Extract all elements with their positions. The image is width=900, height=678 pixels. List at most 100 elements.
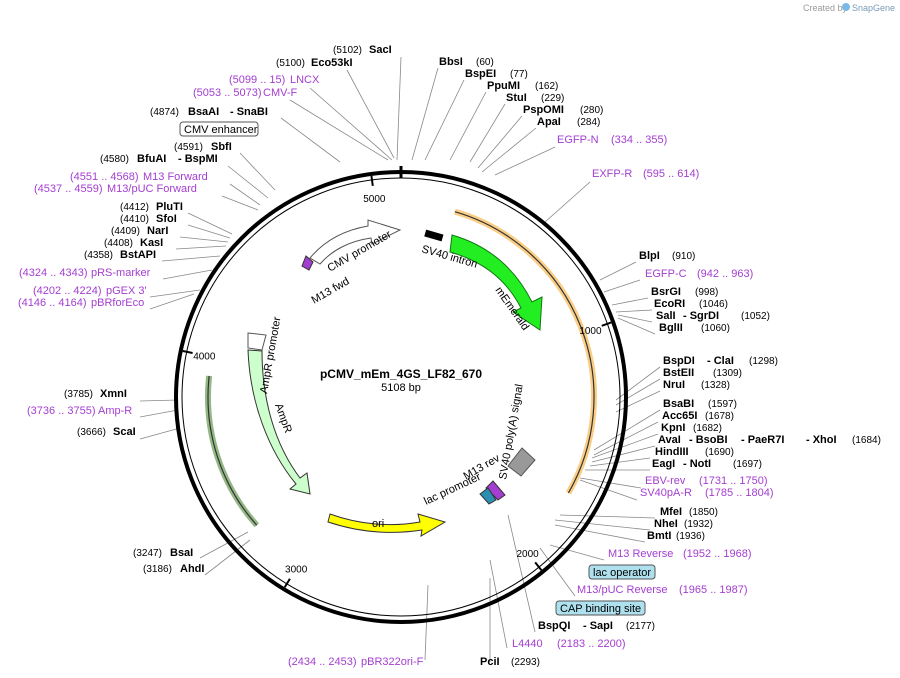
site-label: pBR322ori-F [361, 656, 424, 668]
site-label: (2293) [511, 657, 540, 668]
site-label: BglII [659, 322, 683, 334]
leader-line [346, 69, 395, 159]
leader-line [469, 103, 506, 163]
site-label: - XhoI [806, 434, 837, 446]
site-label: KasI [140, 237, 163, 249]
site-label: - BspMI [178, 153, 218, 165]
leader-line [175, 245, 227, 250]
backbone-circle [174, 170, 628, 624]
site-label: (3186) [143, 564, 172, 575]
tick-label: 2000 [516, 549, 539, 560]
feature-box-label: CMV enhancer [184, 124, 258, 136]
site-label: LNCX [290, 74, 320, 86]
site-label: (1684) [852, 435, 881, 446]
site-label: - BsoBI [689, 434, 728, 446]
site-label: (334 .. 355) [611, 134, 667, 146]
site-label: (1060) [701, 323, 730, 334]
tick-4000 [182, 349, 193, 355]
leader-line [280, 117, 341, 163]
leader-line [617, 317, 656, 335]
site-label: (4324 .. 4343) [19, 267, 88, 279]
tick-3000 [283, 578, 291, 588]
site-label: BfuAI [137, 153, 166, 165]
site-label: CMV-F [263, 87, 298, 99]
site-label: (595 .. 614) [643, 168, 699, 180]
site-label: (3247) [133, 548, 162, 559]
tick-2000 [534, 561, 543, 571]
site-label: PspOMI [523, 104, 564, 116]
site-label: PpuMI [487, 80, 520, 92]
leader-line [615, 309, 653, 313]
site-label: M13 Forward [143, 171, 208, 183]
site-label: EXFP-R [592, 168, 632, 180]
site-label: M13/pUC Forward [107, 183, 197, 195]
site-label: BsaBI [663, 398, 694, 410]
site-label: SfoI [156, 213, 177, 225]
site-label: (1690) [705, 447, 734, 458]
cmv-promoter-feature [309, 219, 402, 265]
site-label: XmnI [100, 388, 127, 400]
leader-line [221, 195, 259, 211]
site-label: BsrGI [651, 286, 681, 298]
leader-lines [139, 56, 661, 662]
feature-box [588, 564, 656, 580]
tick-label: 4000 [193, 352, 216, 363]
leader-line [591, 433, 659, 459]
leader-line [615, 378, 661, 406]
site-label: StuI [506, 92, 527, 104]
leader-line [139, 409, 179, 418]
site-label: PciI [480, 656, 500, 668]
site-label: (4412) [120, 202, 149, 213]
site-label: (1046) [699, 299, 728, 310]
site-label: (1850) [689, 507, 718, 518]
site-label: (162) [535, 81, 558, 92]
leader-line [187, 224, 231, 239]
site-label: (1785 .. 1804) [705, 487, 774, 499]
leader-line [187, 212, 233, 235]
site-label: BbsI [439, 56, 463, 68]
site-label: (3736 .. 3755) [27, 405, 96, 417]
tick-label: 3000 [285, 565, 308, 576]
site-label: BspDI [663, 355, 695, 367]
site-label: (998) [695, 287, 718, 298]
leader-line [309, 87, 393, 161]
ampr-feature [247, 349, 311, 495]
site-label: BspEI [465, 68, 496, 80]
leader-line [139, 399, 179, 402]
site-label: (1678) [705, 411, 734, 422]
site-label: (5053 .. 5073) [193, 87, 262, 99]
leader-line [494, 146, 556, 176]
leader-line [611, 297, 649, 306]
site-label: - ClaI [707, 355, 734, 367]
site-label: PluTI [156, 201, 183, 213]
site-label: (4580) [100, 154, 129, 165]
leader-line [615, 366, 661, 401]
ori-feature [327, 513, 447, 537]
site-label: (280) [580, 105, 603, 116]
site-label: (1731 .. 1750) [699, 475, 768, 487]
site-label: BsaI [170, 547, 193, 559]
site-label: pRS-marker [91, 267, 151, 279]
site-label: BstEII [663, 367, 694, 379]
site-label: (1298) [749, 356, 778, 367]
lac-promoter-label: lac promoter [422, 471, 483, 508]
leader-line [593, 409, 661, 451]
ampr-label: AmpR [272, 402, 294, 435]
leader-line [559, 514, 656, 519]
outer-arc-line [454, 211, 595, 494]
leader-line [477, 115, 523, 169]
site-label: SbfI [211, 141, 232, 153]
leader-line [139, 427, 181, 440]
site-label: (1052) [741, 311, 770, 322]
site-label: (2183 .. 2200) [557, 638, 626, 650]
site-label: (4591) [174, 142, 203, 153]
site-label: (942 .. 963) [697, 268, 753, 280]
outer-arc-line [207, 375, 258, 526]
leader-line [554, 519, 651, 531]
tick-label: 5000 [363, 194, 386, 205]
site-labels: (5102)SacI(5100)Eco53kI(5099 .. 15)LNCX(… [18, 44, 881, 668]
leader-line [149, 289, 201, 298]
site-label: EBV-rev [645, 475, 686, 487]
leader-line [507, 514, 536, 633]
